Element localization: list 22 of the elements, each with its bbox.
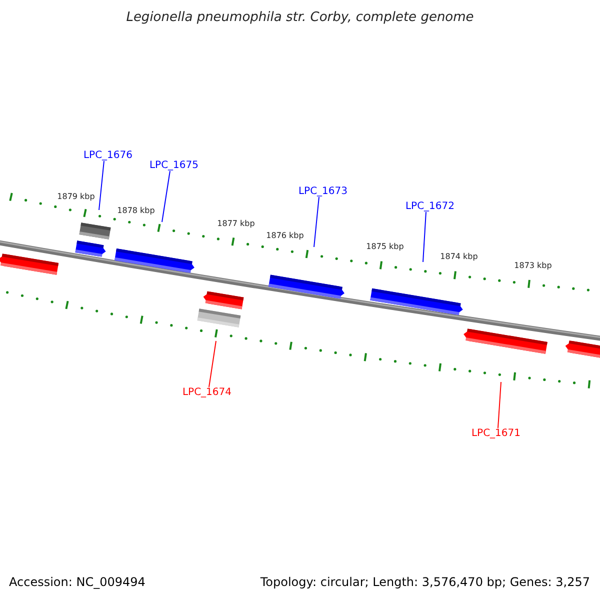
scale-label: 1875 kbp (366, 242, 404, 252)
diagram-title: Legionella pneumophila str. Corby, complete genome (126, 10, 474, 26)
gene-label: LPC_1675 (149, 160, 199, 171)
gene-label: LPC_1676 (83, 150, 133, 161)
leader-line (422, 212, 426, 262)
leader-line (314, 196, 320, 248)
leader-line (162, 170, 170, 222)
footer-text: Accession: NC_009494 (9, 574, 146, 589)
scale-label: 1874 kbp (440, 252, 478, 262)
leader-line (208, 340, 216, 388)
leader-line (98, 160, 104, 210)
scale-label: 1873 kbp (514, 261, 552, 270)
gene-label: LPC_1672 (405, 201, 455, 212)
gene-label: LPC_1673 (298, 186, 348, 197)
scale-label: 1876 kbp (266, 231, 304, 240)
leader-line (498, 382, 502, 428)
footer-text: Topology: circular; Length: 3,576,470 bp; Genes: 3,257 (260, 574, 590, 589)
scale-label: 1879 kbp (57, 192, 95, 202)
gene-label: LPC_1671 (471, 428, 521, 439)
gene-label: LPC_1674 (182, 387, 232, 398)
scale-label: 1878 kbp (117, 206, 155, 216)
scale-label: 1877 kbp (217, 219, 255, 228)
